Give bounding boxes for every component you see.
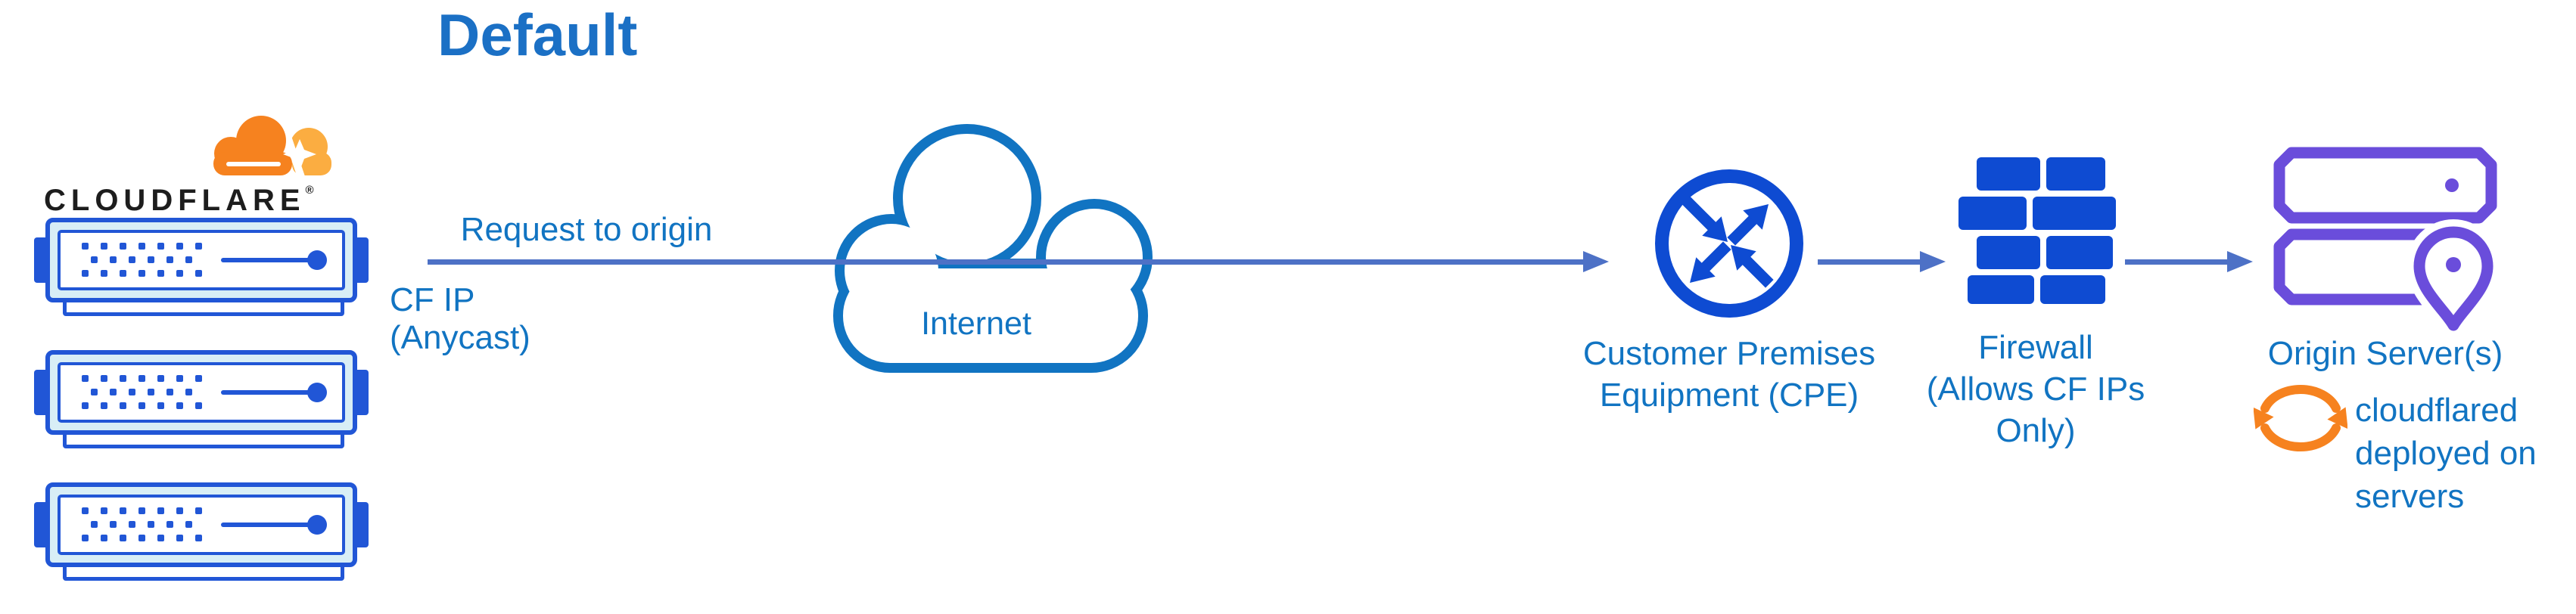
cf-ip-line1: CF IP bbox=[390, 281, 475, 318]
firewall-label: Firewall (Allows CF IPs Only) bbox=[1884, 327, 2187, 451]
firewall-label-line1: Firewall bbox=[1978, 329, 2093, 366]
sync-arrows-icon bbox=[2254, 385, 2347, 451]
server-slot-line bbox=[221, 258, 310, 262]
cpe-label-line1: Customer Premises bbox=[1582, 335, 1876, 372]
cloudflared-line2: deployed on bbox=[2355, 435, 2537, 472]
registered-mark: ® bbox=[305, 184, 314, 197]
origin-servers-label: Origin Server(s) bbox=[2267, 335, 2503, 372]
cloudflare-server-icon bbox=[34, 350, 369, 451]
server-body bbox=[45, 350, 357, 435]
request-arrow bbox=[428, 251, 1609, 272]
cloudflared-line1: cloudflared bbox=[2355, 392, 2518, 429]
cloudflared-line3: servers bbox=[2355, 478, 2465, 515]
cpe-to-firewall-arrow bbox=[1818, 251, 1946, 272]
brand-name: CLOUDFLARE bbox=[44, 184, 306, 217]
server-slot-line bbox=[221, 390, 310, 395]
server-vents-icon bbox=[82, 375, 202, 409]
server-panel bbox=[58, 230, 345, 290]
server-slot-line bbox=[221, 523, 310, 527]
cloudflared-label: cloudflared deployed on servers bbox=[2355, 389, 2576, 518]
internet-label: Internet bbox=[921, 305, 1031, 342]
firewall-to-origin-arrow bbox=[2125, 251, 2253, 272]
server-led bbox=[307, 250, 327, 270]
cpe-router-icon bbox=[1655, 169, 1803, 318]
server-body bbox=[45, 482, 357, 567]
page-title: Default bbox=[437, 2, 638, 68]
cf-ip-anycast-label: CF IP (Anycast) bbox=[390, 281, 530, 357]
server-vents-icon bbox=[82, 243, 202, 277]
cloudflare-logo-cloud-icon bbox=[213, 116, 331, 178]
server-body bbox=[45, 218, 357, 302]
server-led bbox=[307, 383, 327, 402]
cloudflare-wordmark: CLOUDFLARE® bbox=[44, 184, 314, 218]
cloudflare-server-icon bbox=[34, 218, 369, 319]
cloudflare-server-icon bbox=[34, 482, 369, 584]
server-led bbox=[307, 515, 327, 535]
server-vents-icon bbox=[82, 507, 202, 541]
request-to-origin-label: Request to origin bbox=[460, 211, 713, 248]
server-panel bbox=[58, 362, 345, 423]
cf-ip-line2: (Anycast) bbox=[390, 319, 530, 356]
firewall-label-line2: (Allows CF IPs Only) bbox=[1926, 371, 2145, 449]
firewall-brick-icon bbox=[1958, 157, 2116, 304]
cpe-label-line2: Equipment (CPE) bbox=[1599, 377, 1859, 414]
origin-servers-icon bbox=[2273, 147, 2497, 333]
server-panel bbox=[58, 495, 345, 555]
location-pin-icon bbox=[2406, 219, 2497, 333]
internet-cloud-icon bbox=[833, 124, 1153, 373]
cpe-label: Customer Premises Equipment (CPE) bbox=[1578, 333, 1881, 416]
